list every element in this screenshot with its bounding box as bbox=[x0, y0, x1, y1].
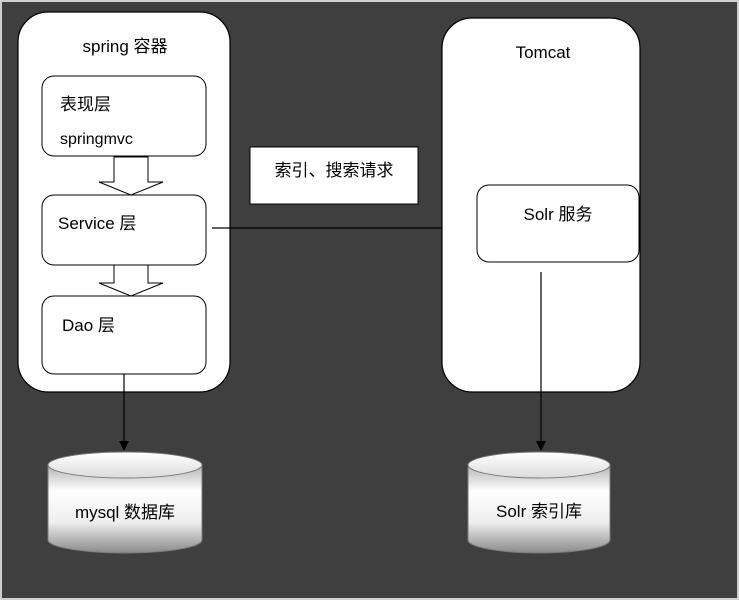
mysql-cylinder-top bbox=[47, 451, 203, 479]
tomcat-container-title: Tomcat bbox=[516, 43, 571, 62]
block-arrow-presentation-to-service bbox=[98, 156, 164, 196]
request-label-text: 索引、搜索请求 bbox=[275, 161, 394, 180]
solr-cylinder-top bbox=[467, 451, 611, 479]
solr-cylinder-body bbox=[467, 464, 611, 554]
request-label-box bbox=[249, 146, 419, 205]
spring-container-title: spring 容器 bbox=[82, 37, 167, 56]
dao-layer-label: Dao 层 bbox=[62, 316, 115, 335]
presentation-layer-subtitle: springmvc bbox=[60, 131, 133, 148]
service-layer-label: Service 层 bbox=[58, 214, 136, 233]
solr-index-label: Solr 索引库 bbox=[496, 502, 582, 521]
block-arrow-service-to-dao bbox=[98, 264, 164, 297]
mysql-database-label: mysql 数据库 bbox=[75, 503, 175, 522]
presentation-layer-title: 表现层 bbox=[60, 95, 111, 114]
mysql-cylinder-body bbox=[47, 464, 203, 554]
solr-service-box bbox=[476, 184, 640, 263]
solr-index-cylinder bbox=[467, 451, 611, 554]
solr-service-label: Solr 服务 bbox=[524, 205, 593, 224]
presentation-layer-box bbox=[41, 75, 207, 157]
dao-layer-box bbox=[41, 295, 207, 375]
mysql-database-cylinder bbox=[47, 451, 203, 554]
